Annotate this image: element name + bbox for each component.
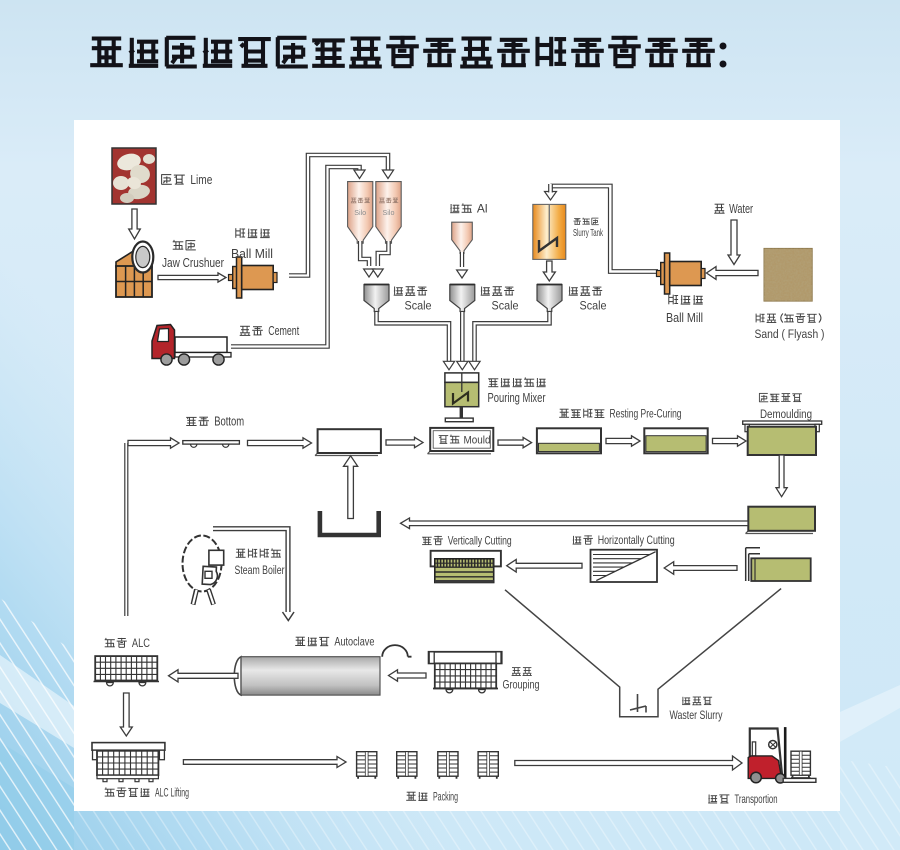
svg-text:Bottom: Bottom — [214, 414, 244, 428]
svg-text:Grouping: Grouping — [503, 678, 540, 692]
svg-text:Al: Al — [477, 202, 488, 216]
svg-text:Steam Boiler: Steam Boiler — [235, 563, 285, 577]
svg-text:Autoclave: Autoclave — [334, 635, 374, 649]
svg-text:Silo: Silo — [354, 208, 366, 217]
svg-text:Scale: Scale — [492, 299, 519, 313]
svg-text:Pouring Mixer: Pouring Mixer — [488, 391, 546, 405]
svg-text:Scale: Scale — [580, 299, 607, 313]
svg-text:Vertically Cutting: Vertically Cutting — [448, 534, 512, 548]
svg-text:ALC Lifting: ALC Lifting — [155, 785, 189, 799]
svg-text:Jaw Crushuer: Jaw Crushuer — [162, 255, 225, 270]
svg-text:Slurry Tank: Slurry Tank — [573, 228, 604, 239]
svg-text:Mould: Mould — [464, 434, 491, 446]
svg-text:Demoulding: Demoulding — [760, 407, 812, 421]
svg-text:Resting Pre-Curing: Resting Pre-Curing — [610, 406, 682, 420]
svg-text:Ball Mill: Ball Mill — [231, 246, 273, 261]
svg-text:ALC: ALC — [132, 636, 150, 650]
svg-text:Cement: Cement — [268, 323, 299, 338]
svg-text:Lime: Lime — [190, 172, 212, 187]
svg-text:Transportion: Transportion — [735, 792, 778, 806]
svg-text:Waster Slurry: Waster Slurry — [670, 708, 723, 722]
svg-text:Scale: Scale — [405, 299, 432, 313]
svg-text:Silo: Silo — [383, 208, 395, 217]
svg-text:Sand ( Flyash ): Sand ( Flyash ) — [755, 327, 825, 341]
svg-text:Ball Mill: Ball Mill — [666, 310, 703, 325]
svg-text:Water: Water — [729, 202, 753, 216]
svg-text:Horizontally Cutting: Horizontally Cutting — [598, 533, 675, 547]
svg-text:Packing: Packing — [433, 789, 458, 803]
